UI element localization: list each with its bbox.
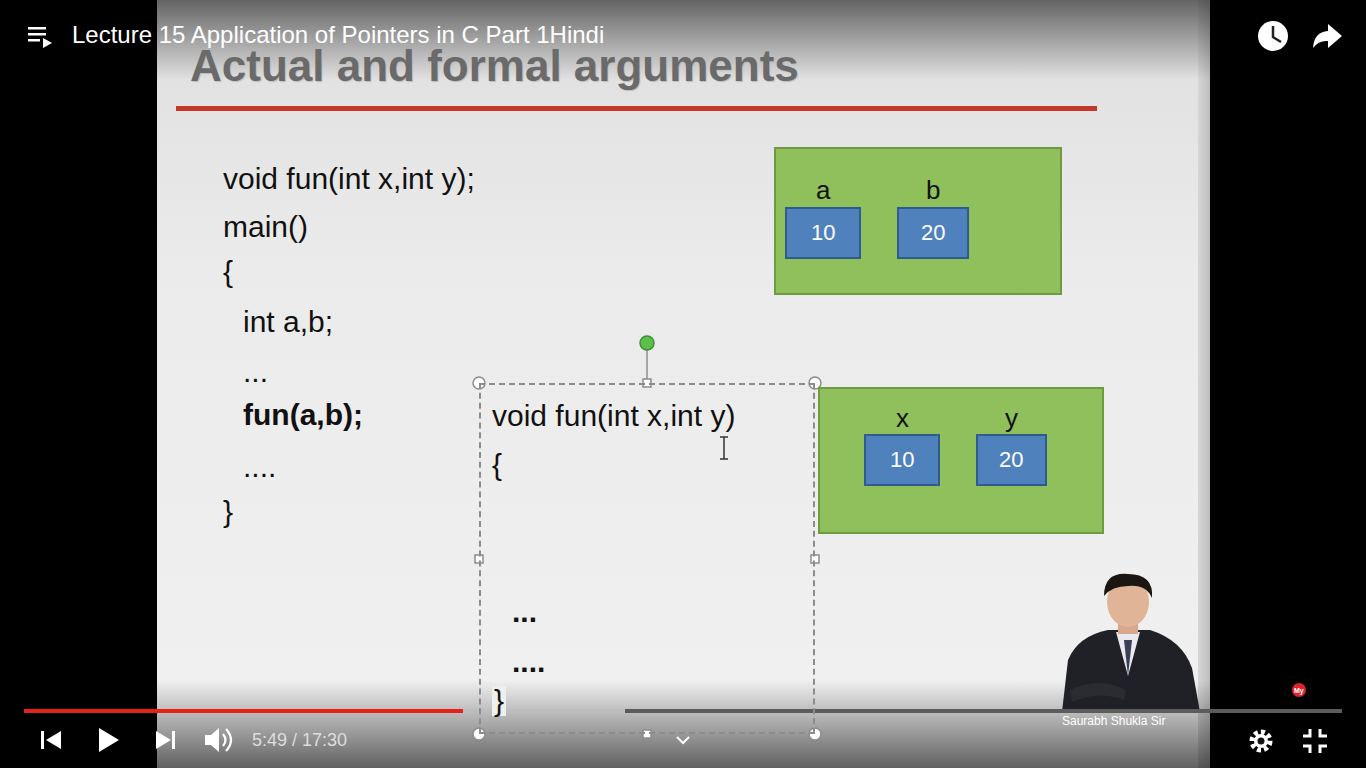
code-line: .... (243, 452, 276, 482)
memory-frame: x10y20 (818, 387, 1104, 534)
volume-icon (205, 728, 231, 752)
code-line: { (492, 450, 502, 480)
code-line: void fun(int x,int y) (492, 401, 735, 431)
variable-cell: b20 (897, 207, 969, 259)
variable-name: b (926, 177, 940, 203)
code-line: } (492, 686, 506, 716)
variable-value: 20 (999, 449, 1023, 471)
code-line: { (223, 257, 233, 287)
variable-cell: y20 (976, 434, 1047, 486)
code-line: } (223, 497, 233, 527)
watch-later-icon (1258, 21, 1288, 51)
code-line: void fun(int x,int y); (223, 164, 475, 194)
ibeam-cursor (720, 437, 728, 459)
slide-title: Actual and formal arguments (190, 44, 799, 88)
variable-name: y (1005, 405, 1018, 431)
code-line: ... (512, 597, 537, 627)
code-textbox: void fun(int x,int y) {.......} (479, 383, 815, 734)
variable-name: a (816, 177, 830, 203)
resize-handles (473, 377, 821, 740)
play-icon (99, 728, 119, 752)
video-title: Lecture 15 Application of Pointers in C … (72, 23, 604, 47)
rotate-stem (646, 350, 648, 383)
time-display: 5:49 / 17:30 (252, 731, 347, 749)
variable-value: 20 (921, 222, 945, 244)
channel-logo (1292, 683, 1306, 697)
memory-frame: a10b20 (774, 147, 1062, 295)
exit-fullscreen-icon (1303, 729, 1327, 753)
playlist-icon (28, 27, 52, 48)
variable-value: 10 (811, 222, 835, 244)
rotate-handle (640, 336, 654, 350)
settings-icon (1252, 732, 1270, 750)
progress-track (24, 709, 1342, 713)
code-line: fun(a,b); (243, 400, 363, 430)
code-line: main() (223, 212, 308, 242)
variable-value: 10 (890, 449, 914, 471)
code-line: int a,b; (243, 307, 333, 337)
code-line: ... (243, 357, 268, 387)
code-line: .... (512, 647, 545, 677)
watermark: Saurabh Shukla Sir (1062, 715, 1165, 727)
next-icon (156, 731, 175, 749)
progress-played (24, 709, 463, 713)
logo-text: My (1294, 687, 1304, 694)
variable-cell: a10 (785, 207, 861, 259)
variable-cell: x10 (864, 434, 940, 486)
chevron-icon (677, 737, 689, 743)
progress-buffered (24, 709, 625, 713)
slide-edge (1198, 0, 1210, 768)
variable-name: x (896, 405, 909, 431)
title-rule (176, 106, 1097, 111)
previous-icon (41, 731, 61, 749)
presenter-figure (1062, 574, 1200, 712)
share-icon (1313, 24, 1342, 48)
